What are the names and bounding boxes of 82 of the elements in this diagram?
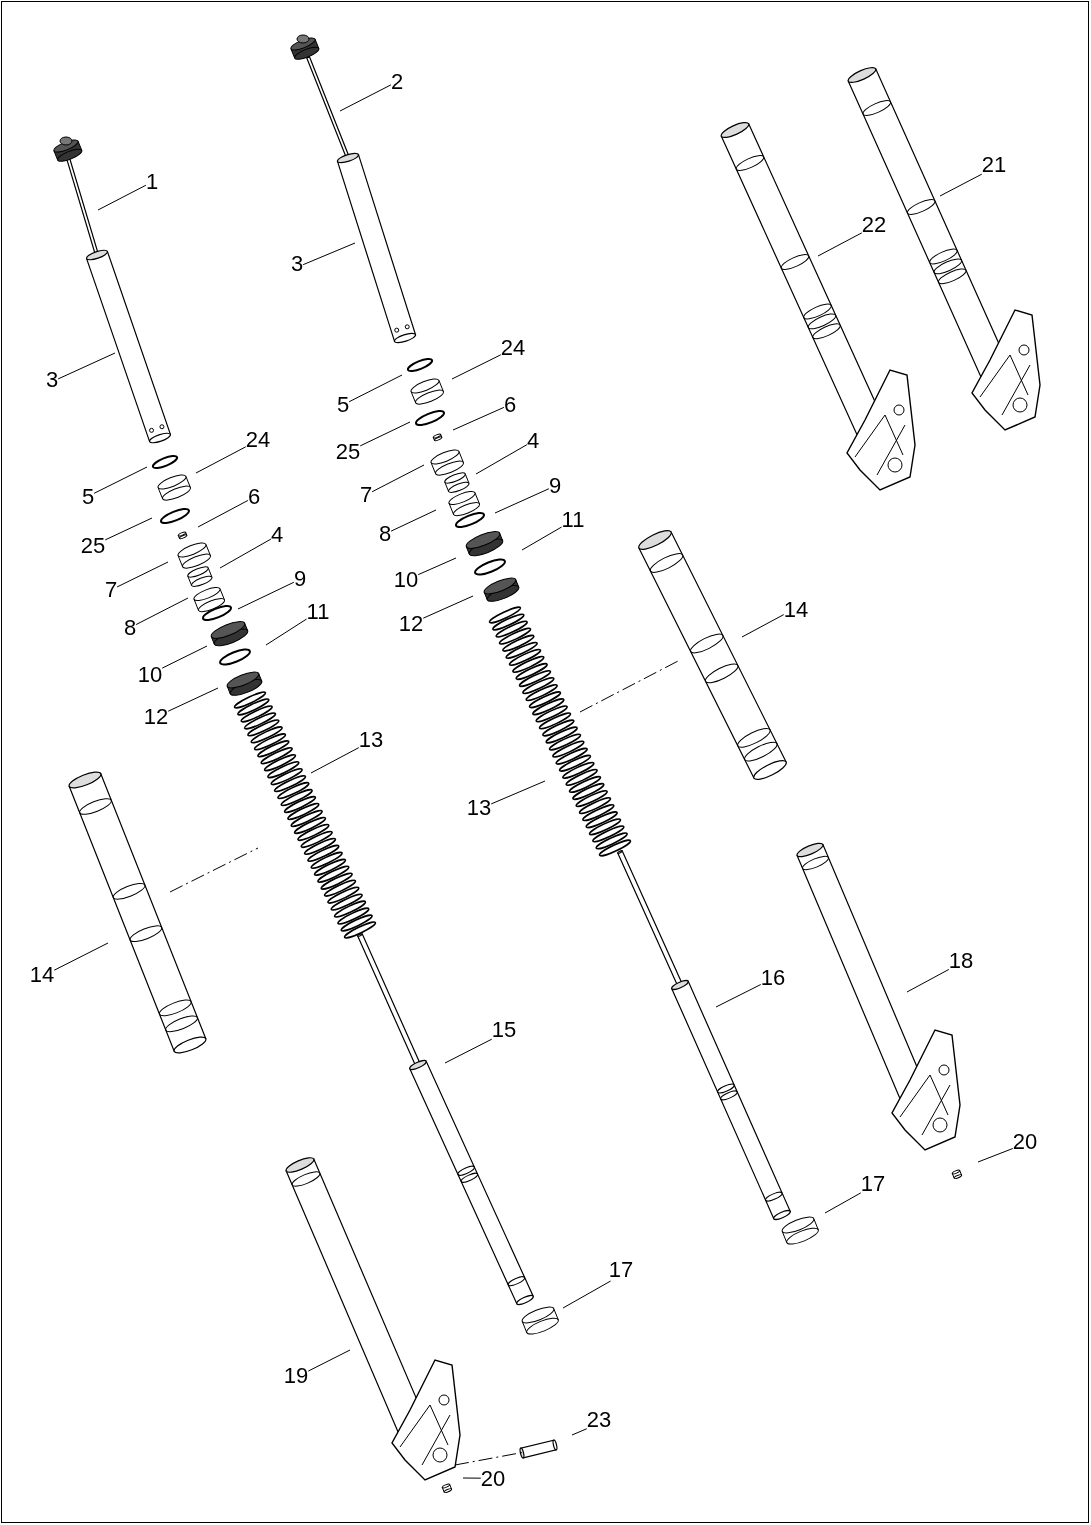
callout-number: 14 bbox=[783, 599, 809, 621]
callout-number: 22 bbox=[861, 214, 887, 236]
leader-line bbox=[197, 499, 249, 528]
callout-number: 20 bbox=[1012, 1131, 1038, 1153]
leader-line bbox=[475, 444, 528, 475]
leader-line bbox=[824, 1192, 862, 1214]
callout-number: 5 bbox=[336, 394, 350, 416]
leader-line bbox=[104, 517, 153, 541]
leader-line bbox=[817, 232, 863, 257]
leader-line bbox=[715, 984, 762, 1008]
leader-line bbox=[57, 352, 116, 380]
leader-line bbox=[417, 557, 457, 576]
callout-number: 20 bbox=[480, 1468, 506, 1490]
leader-line bbox=[93, 466, 148, 494]
leader-line bbox=[302, 242, 356, 266]
callout-number: 2 bbox=[390, 71, 404, 93]
leader-line bbox=[490, 780, 546, 805]
callout-number: 16 bbox=[760, 967, 786, 989]
leader-line bbox=[521, 526, 563, 551]
callout-number: 1 bbox=[145, 171, 159, 193]
callout-number: 7 bbox=[359, 484, 373, 506]
callout-number: 18 bbox=[948, 950, 974, 972]
callout-number: 17 bbox=[860, 1173, 886, 1195]
callout-number: 12 bbox=[398, 613, 424, 635]
callout-number: 10 bbox=[393, 569, 419, 591]
leader-line bbox=[741, 614, 785, 638]
callout-number: 24 bbox=[245, 429, 271, 451]
callout-number: 25 bbox=[335, 441, 361, 463]
leader-line bbox=[97, 184, 147, 211]
callout-number: 11 bbox=[306, 601, 330, 623]
leader-line bbox=[977, 1148, 1014, 1163]
leader-line bbox=[571, 1428, 588, 1436]
leader-line bbox=[53, 942, 109, 971]
callout-number: 8 bbox=[378, 523, 392, 545]
leader-line bbox=[265, 618, 308, 646]
leader-line bbox=[494, 488, 550, 514]
callout-number: 15 bbox=[491, 1019, 517, 1041]
callout-number: 3 bbox=[290, 253, 304, 275]
leader-line bbox=[339, 84, 392, 112]
callout-number: 3 bbox=[45, 369, 59, 391]
callout-number: 4 bbox=[526, 430, 540, 452]
callout-number: 6 bbox=[503, 394, 517, 416]
leader-line bbox=[371, 464, 425, 493]
leader-line bbox=[562, 1280, 612, 1309]
leader-line bbox=[135, 597, 189, 626]
callout-number: 10 bbox=[137, 664, 163, 686]
callout-number: 6 bbox=[247, 486, 261, 508]
leader-line bbox=[906, 969, 950, 993]
leader-line bbox=[310, 747, 360, 774]
callout-number: 24 bbox=[500, 337, 526, 359]
leader-line bbox=[422, 595, 474, 619]
leader-line bbox=[195, 446, 247, 474]
leader-line bbox=[390, 509, 437, 532]
callout-number: 8 bbox=[123, 617, 137, 639]
callout-number: 14 bbox=[29, 964, 55, 986]
callout-number: 4 bbox=[270, 524, 284, 546]
callout-number: 9 bbox=[293, 568, 307, 590]
callout-number: 23 bbox=[586, 1409, 612, 1431]
callout-number: 19 bbox=[283, 1365, 309, 1387]
leader-line bbox=[161, 645, 208, 669]
callout-number: 13 bbox=[358, 729, 384, 751]
leader-line bbox=[219, 538, 272, 569]
callout-number: 9 bbox=[548, 475, 562, 497]
leader-line bbox=[452, 406, 505, 431]
leader-line bbox=[167, 687, 219, 712]
callout-number: 25 bbox=[80, 535, 106, 557]
leader-line bbox=[462, 1477, 482, 1479]
callout-number: 5 bbox=[81, 486, 95, 508]
callout-number: 12 bbox=[143, 706, 169, 728]
callout-number: 17 bbox=[608, 1259, 634, 1281]
callout-number: 7 bbox=[104, 579, 118, 601]
callout-number: 13 bbox=[466, 797, 492, 819]
leader-line bbox=[444, 1038, 493, 1064]
leader-line bbox=[359, 421, 411, 447]
leader-line bbox=[307, 1349, 351, 1372]
leader-line bbox=[237, 581, 295, 610]
leader-line bbox=[939, 173, 983, 197]
callout-number: 21 bbox=[981, 154, 1007, 176]
leader-line bbox=[348, 374, 403, 403]
callout-number: 11 bbox=[561, 509, 585, 531]
leader-line bbox=[116, 561, 169, 588]
leader-line bbox=[451, 354, 502, 380]
